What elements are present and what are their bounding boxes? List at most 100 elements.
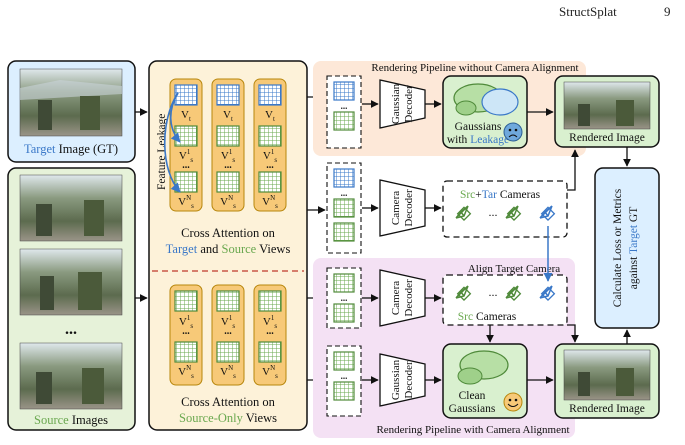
gaussian-decoder-top-label-1: Gaussian	[390, 83, 402, 124]
src-tar-cameras-box	[442, 180, 568, 238]
group-token-grid	[333, 381, 355, 401]
worried-face-icon	[503, 122, 523, 142]
gaussian-decoder-bottom-label-1: Gaussian	[390, 359, 402, 400]
pipeline-bottom-label: Rendering Pipeline with Camera Alignment	[376, 424, 569, 436]
camera-decoder-top-label-1: Camera	[390, 191, 402, 225]
v-source-n-label: VNs	[262, 364, 278, 380]
src-cameras-dots: ...	[489, 285, 498, 299]
camera-decoder-bottom: Camera Decoder	[379, 269, 426, 327]
group-token-grid	[333, 111, 355, 131]
v-target-label: Vt	[265, 109, 275, 123]
group-token-grid	[333, 303, 355, 323]
token-groups: ............	[326, 75, 362, 417]
gaussians-clean-label-1: Clean	[459, 390, 486, 402]
source-token-grid	[258, 341, 282, 363]
arrow-cams-render-top	[567, 149, 579, 191]
v-target-label: Vt	[223, 109, 233, 123]
bottom-attention-caption-1: Cross Attention on	[181, 395, 276, 409]
column-dots: ...	[224, 160, 232, 171]
target-token-grid	[258, 84, 282, 106]
target-camera-icon	[539, 285, 556, 301]
gaussian-decoder-bottom-label-2: Decoder	[403, 361, 415, 399]
source-token-grid	[174, 290, 198, 312]
src-tar-cameras-label: Src+Tar Cameras	[460, 189, 541, 201]
v-source-n-label: VNs	[178, 194, 194, 210]
group-token-grid	[333, 198, 355, 218]
gaussian-blobs-leakage	[453, 83, 519, 116]
source-camera-icon	[505, 285, 522, 301]
source-images-label: Source Images	[34, 413, 108, 427]
loss-box	[594, 167, 660, 329]
source-photo-2	[19, 248, 123, 316]
group-dots: ...	[341, 293, 348, 303]
src-cameras-label: Src Cameras	[458, 311, 517, 323]
v-source-1-label: V1s	[263, 148, 277, 164]
group-token-grid	[333, 351, 355, 371]
camera-frustums-bottom	[455, 285, 556, 301]
source-camera-icon	[455, 285, 472, 301]
source-camera-icon	[455, 205, 472, 221]
camera-decoder-top: Camera Decoder	[379, 179, 426, 237]
camera-frustums-top	[455, 205, 556, 221]
v-source-n-label: VNs	[220, 364, 236, 380]
v-source-1-label: V1s	[221, 148, 235, 164]
column-dots: ...	[224, 326, 232, 337]
smiling-face-icon	[503, 392, 523, 412]
gaussians-clean-label-2: Gaussians	[449, 403, 496, 415]
align-target-label: Align Target Camera	[468, 263, 560, 275]
bottom-attention-caption-2: Source-Only Views	[179, 411, 277, 425]
target-token-grid	[174, 84, 198, 106]
gaussian-blobs-clean	[457, 350, 509, 385]
camera-decoder-bottom-label-1: Camera	[390, 281, 402, 315]
target-photo	[19, 68, 123, 137]
column-dots: ...	[266, 160, 274, 171]
source-token-grid	[258, 290, 282, 312]
group-dots: ...	[341, 188, 348, 198]
camera-decoder-bottom-label-2: Decoder	[403, 279, 415, 317]
rendered-photo-bottom	[563, 349, 651, 401]
group-dots: ...	[341, 101, 348, 111]
v-source-n-label: VNs	[178, 364, 194, 380]
gaussian-decoder-top: Gaussian Decoder	[379, 79, 426, 129]
top-attention-caption-1: Cross Attention on	[181, 226, 276, 240]
source-photo-1	[19, 174, 123, 242]
source-token-grid	[258, 171, 282, 193]
gaussian-decoder-top-label-2: Decoder	[403, 85, 415, 123]
page-number: 9	[664, 4, 671, 19]
v-source-n-label: VNs	[220, 194, 236, 210]
source-token-grid	[216, 171, 240, 193]
v-source-1-label: V1s	[221, 314, 235, 330]
target-camera-icon	[539, 205, 556, 221]
group-token-grid	[333, 81, 355, 101]
rendered-image-bottom-label: Rendered Image	[569, 403, 645, 415]
column-dots: ...	[266, 326, 274, 337]
v-source-1-label: V1s	[179, 314, 193, 330]
v-target-label: Vt	[181, 109, 191, 123]
source-token-grid	[216, 290, 240, 312]
v-source-1-label: V1s	[179, 148, 193, 164]
column-dots: ...	[182, 160, 190, 171]
source-token-grid	[216, 125, 240, 147]
pipeline-top-label: Rendering Pipeline without Camera Alignm…	[371, 62, 578, 74]
v-source-n-label: VNs	[262, 194, 278, 210]
running-title: StructSplat	[559, 4, 617, 19]
group-token-grid	[333, 222, 355, 242]
source-dots: ...	[65, 321, 77, 338]
src-cameras-box	[442, 274, 568, 326]
v-source-1-label: V1s	[263, 314, 277, 330]
loss-label-2: against Target GT	[628, 207, 640, 289]
source-token-grid	[216, 341, 240, 363]
group-token-grid	[333, 168, 355, 188]
target-token-grid	[216, 84, 240, 106]
rendered-image-top-label: Rendered Image	[569, 132, 645, 144]
gaussians-leakage-label-1: Gaussians	[455, 121, 502, 133]
source-token-grid	[174, 125, 198, 147]
target-image-label: Target Image (GT)	[24, 142, 118, 156]
rendered-photo-top	[563, 81, 651, 130]
source-token-grid	[258, 125, 282, 147]
top-attention-caption-2: Target and Source Views	[166, 242, 291, 256]
src-tar-dots: ...	[489, 205, 498, 219]
